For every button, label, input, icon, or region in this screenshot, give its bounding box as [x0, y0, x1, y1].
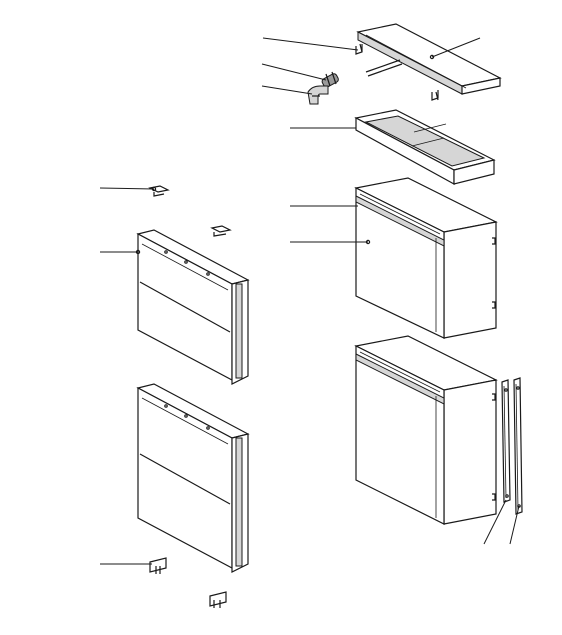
- leader-hose-fitting: [261, 63, 327, 81]
- upper-cabinet: [354, 177, 498, 339]
- pipe-elbow: [307, 85, 329, 105]
- lower-front-panel: [136, 383, 250, 573]
- leader-top-cover: [431, 37, 481, 58]
- leader-side-strip-right: [509, 505, 520, 545]
- leader-pipe-elbow: [261, 85, 313, 95]
- leader-cover-clip: [262, 37, 359, 51]
- drain-tray: [354, 109, 496, 186]
- leader-side-strip-left: [483, 499, 507, 545]
- panel-clip: [148, 185, 232, 237]
- callout-point: [429, 54, 435, 60]
- cover-clip: [355, 43, 439, 101]
- bottom-bracket: [149, 557, 227, 608]
- hose-fitting: [321, 71, 339, 88]
- top-cover: [356, 23, 502, 95]
- lower-cabinet: [354, 335, 498, 525]
- upper-front-panel: [135, 229, 250, 385]
- side-strip: [501, 377, 523, 515]
- callout-leaders: [99, 37, 520, 565]
- leader-panel-clip: [99, 187, 155, 190]
